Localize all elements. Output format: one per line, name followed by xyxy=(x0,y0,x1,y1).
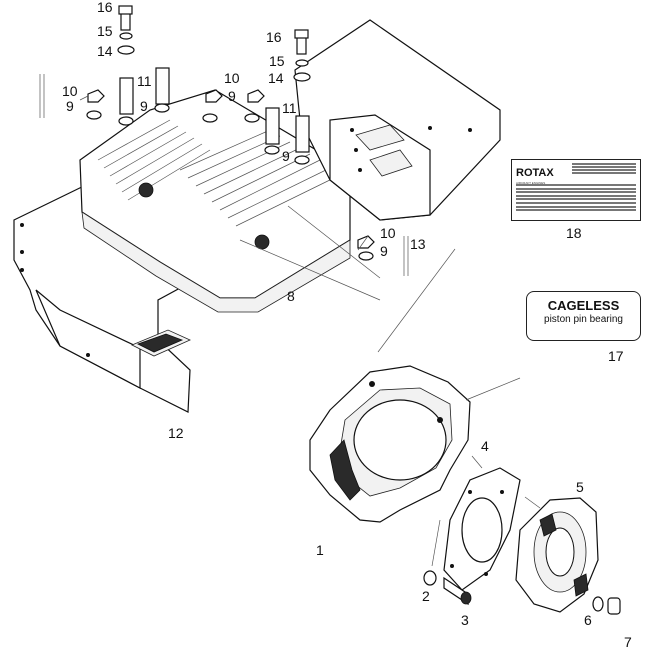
callout-15-right: 15 xyxy=(269,53,285,69)
cooling-fins xyxy=(97,119,339,227)
callout-15-top: 15 xyxy=(97,23,113,39)
plate-warning-lines xyxy=(516,184,636,213)
callout-4: 4 xyxy=(481,438,489,454)
callout-7: 7 xyxy=(624,634,632,650)
identification-plate-18: ROTAX AIRCRAFT ENGINES xyxy=(511,159,641,221)
gasket-part-4 xyxy=(443,467,521,591)
callout-10-low: 10 xyxy=(380,225,396,241)
callout-16-right: 16 xyxy=(266,29,282,45)
callout-16-top: 16 xyxy=(97,0,113,15)
callouts: 16 15 14 16 15 14 10 9 11 9 10 9 11 9 10… xyxy=(62,0,632,650)
callout-9-right: 9 xyxy=(282,148,290,164)
callout-11-right: 11 xyxy=(282,100,297,116)
cageless-subtitle: piston pin bearing xyxy=(544,314,623,325)
leader-lines xyxy=(39,74,541,567)
plate-brand-subtitle: AIRCRAFT ENGINES xyxy=(516,181,546,185)
fasteners xyxy=(86,5,375,261)
callout-14-top: 14 xyxy=(97,43,113,59)
baffle-part-13 xyxy=(294,19,501,221)
callout-1: 1 xyxy=(316,542,324,558)
plate-brand-logo: ROTAX xyxy=(516,167,554,179)
callout-10-mid: 10 xyxy=(224,70,240,86)
cylinder-head-part-8 xyxy=(79,89,351,313)
callout-9-mid2: 9 xyxy=(228,88,236,104)
callout-9-mid: 9 xyxy=(140,98,148,114)
housing-part-1 xyxy=(309,365,471,523)
callout-2: 2 xyxy=(422,588,430,604)
small-fasteners xyxy=(423,570,621,615)
cageless-label-17: CAGELESS piston pin bearing xyxy=(526,291,641,341)
cageless-title: CAGELESS xyxy=(547,298,620,313)
callout-9-low: 9 xyxy=(380,243,388,259)
callout-18: 18 xyxy=(566,225,582,241)
callout-6: 6 xyxy=(584,612,592,628)
callout-8: 8 xyxy=(287,288,295,304)
callout-14-right: 14 xyxy=(268,70,284,86)
callout-13: 13 xyxy=(410,236,426,252)
callout-11-left: 11 xyxy=(137,73,152,89)
callout-3: 3 xyxy=(461,612,469,628)
cover-part-5 xyxy=(515,497,599,613)
callout-12: 12 xyxy=(168,425,184,441)
plate-address-lines xyxy=(572,163,636,175)
callout-17: 17 xyxy=(608,348,624,364)
callout-9-left: 9 xyxy=(66,98,74,114)
callout-10-left: 10 xyxy=(62,83,78,99)
callout-5: 5 xyxy=(576,479,584,495)
